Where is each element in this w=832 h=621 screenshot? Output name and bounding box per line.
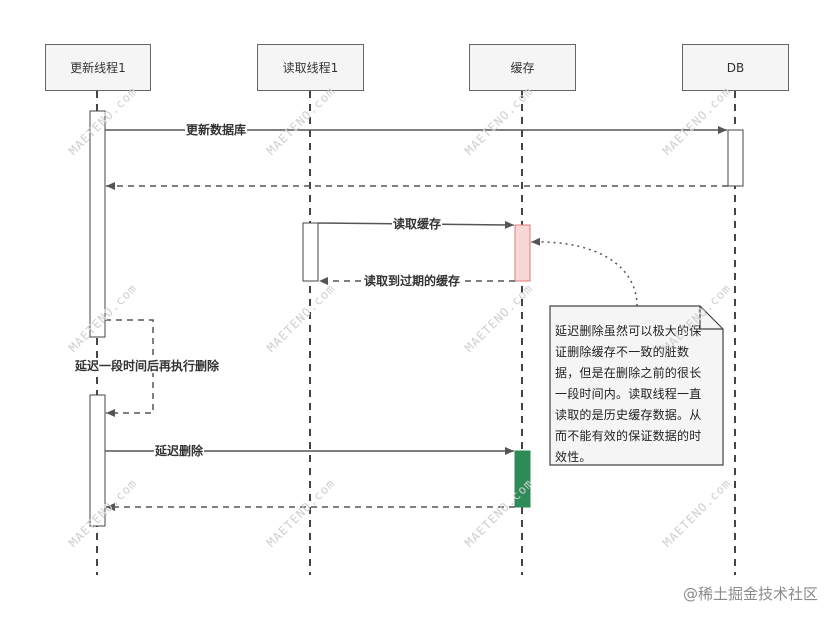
label-read-expired: 读取到过期的缓存 — [363, 274, 462, 288]
note-fold — [699, 306, 723, 330]
note-line: 效性。 — [555, 450, 592, 464]
participant-cache: 缓存 — [469, 44, 576, 91]
label-read-cache: 读取缓存 — [392, 217, 443, 231]
note-line: 一段时间内。读取线程一直 — [555, 387, 702, 401]
note-box — [549, 305, 724, 466]
label-update-db: 更新数据库 — [185, 123, 248, 137]
note-line: 证删除缓存不一致的脏数 — [555, 345, 690, 359]
label-delayed-delete: 延迟删除 — [154, 444, 205, 458]
note-text: 延迟删除虽然可以极大的保 证删除缓存不一致的脏数 据，但是在删除之前的很长 一段… — [555, 321, 717, 468]
arrow-delay-self — [105, 319, 154, 417]
note-line: 延迟删除虽然可以极大的保 — [555, 324, 702, 338]
activation-update-thread-1 — [89, 110, 106, 338]
activation-cache-read — [514, 224, 531, 282]
participant-update-thread: 更新线程1 — [45, 44, 151, 91]
footer-credit: @稀土掘金技术社区 — [682, 585, 818, 603]
activation-cache-delete — [514, 450, 531, 508]
note-connector — [530, 237, 638, 307]
note-line: 读取的是历史缓存数据。从 — [555, 408, 702, 422]
participant-db: DB — [682, 44, 789, 91]
activation-update-thread-2 — [89, 394, 106, 527]
activation-db — [727, 129, 744, 187]
participant-read-thread: 读取线程1 — [257, 44, 364, 91]
activation-read-thread — [302, 222, 319, 282]
label-delay: 延迟一段时间后再执行删除 — [74, 359, 221, 373]
note-line: 而不能有效的保证数据的时 — [555, 429, 702, 443]
note-line: 据，但是在删除之前的很长 — [555, 366, 702, 380]
